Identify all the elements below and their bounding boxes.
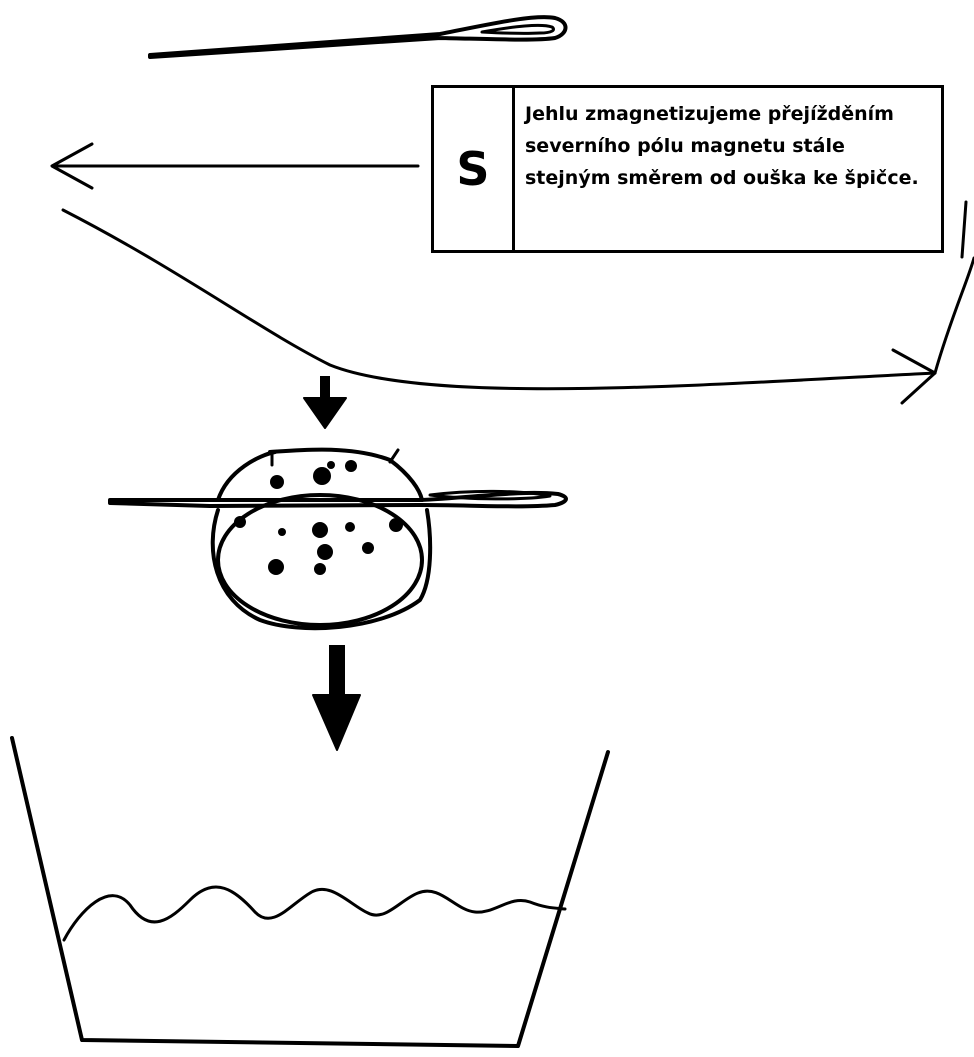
stroke-direction-arrow xyxy=(50,142,420,190)
cork-icon xyxy=(108,447,568,631)
magnet-description: Jehlu zmagnetizujeme přejížděním severní… xyxy=(525,103,919,189)
magnet-box: S Jehlu zmagnetizujeme přejížděním sever… xyxy=(431,85,944,253)
needle-icon xyxy=(148,15,568,59)
large-down-arrow-icon xyxy=(312,645,361,751)
south-pole-label: S xyxy=(434,88,515,250)
return-curve-arrow xyxy=(61,200,974,405)
down-arrow-icon xyxy=(303,376,347,429)
water-bowl-icon xyxy=(10,736,610,1048)
